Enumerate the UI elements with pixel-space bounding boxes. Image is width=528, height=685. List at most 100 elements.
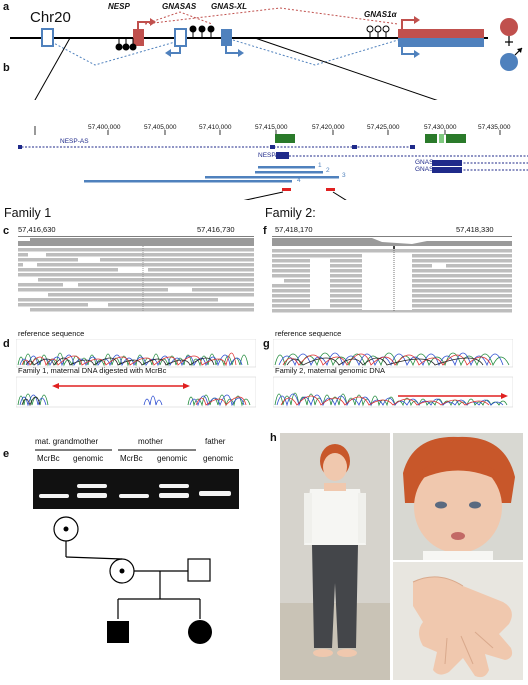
- panel-label-e: e: [3, 448, 10, 460]
- panel-label-b: b: [3, 62, 10, 74]
- family2-read-alignment: [272, 236, 512, 318]
- panel-g-sample-label: Family 2, maternal genomic DNA: [275, 366, 386, 375]
- gnasas-arrow: [170, 46, 181, 54]
- panel-label-c: c: [3, 225, 10, 237]
- deletion-bar-2: [255, 171, 323, 174]
- nesp-exon: [133, 29, 144, 46]
- gnas-shared-exons-maternal: [398, 29, 484, 38]
- maternal-splice-arc-2: [144, 7, 399, 25]
- gnas1a-maternal-arrow: [401, 19, 414, 29]
- gel-group-mat-grandmother: mat. grandmother: [35, 437, 99, 446]
- gnas-xl-arrow: [225, 46, 238, 54]
- family1-label: Family 1: [4, 206, 52, 220]
- gel-band-lane2-upper: [77, 484, 107, 488]
- track-label-gnas-2: GNAS: [415, 166, 434, 173]
- gnas1a-maternal-arrow-head: [414, 16, 420, 24]
- patient-full-body-photo: [280, 433, 390, 680]
- gene-label-gnasas: GNASAS: [162, 2, 197, 11]
- gnasas-exon: [174, 28, 187, 47]
- coord-label-57400000: 57,400,000: [88, 124, 121, 131]
- coord-label-57405000: 57,405,000: [144, 124, 177, 131]
- panel-g-reference-label: reference sequence: [275, 329, 342, 338]
- track-label-nesp: NESP: [258, 152, 276, 159]
- pedigree-affected-son: [107, 621, 129, 643]
- family1-read-alignment: [18, 236, 254, 318]
- pedigree-father: [187, 558, 211, 582]
- gnas-shared-exons-paternal: [398, 38, 484, 47]
- imprinting-locus-diagram: [10, 7, 523, 100]
- coord-label-57420000: 57,420,000: [312, 124, 345, 131]
- gel-band-lane4-lower: [159, 493, 189, 498]
- pedigree-grandmother-carrier: [53, 516, 79, 542]
- paternal-splice-arc-2: [232, 39, 399, 66]
- gnas-xl-exon: [221, 29, 232, 46]
- exon-as1-box: [41, 28, 54, 47]
- green-exon-4: [446, 134, 466, 143]
- gel-lane-label-2: genomic: [73, 454, 104, 463]
- gnas1a-paternal-arrow: [401, 47, 414, 55]
- green-exon-2: [425, 134, 437, 143]
- methylation-gel: [33, 469, 239, 509]
- unmethylated-lollipops-gnas1a: [366, 25, 390, 38]
- deletion-number-1: 1: [318, 162, 322, 169]
- family1-region-mark: [282, 188, 291, 191]
- nesp-arrow: [137, 21, 150, 29]
- nesp-arrow-head: [150, 18, 156, 26]
- gnas1a-paternal-arrow-head: [414, 50, 420, 58]
- panel-f-end-coord: 57,418,330: [456, 225, 494, 234]
- nesp-track-exon: [276, 152, 289, 159]
- methylation-lollipops-nesp: [115, 38, 137, 51]
- coord-label-57425000: 57,425,000: [367, 124, 400, 131]
- gel-band-lane1-lower: [39, 494, 69, 498]
- gene-label-nesp: NESP: [108, 2, 130, 11]
- patient-face-photo: [393, 433, 523, 560]
- patient-hand-photo: [393, 562, 523, 680]
- gel-lane-label-5: genomic: [203, 454, 234, 463]
- gel-band-lane4-upper: [159, 484, 189, 488]
- genome-browser-track: [18, 126, 528, 200]
- female-symbol-icon: [500, 18, 518, 46]
- deletion-number-2: 2: [326, 167, 330, 174]
- male-symbol-icon: [500, 47, 523, 71]
- panel-c-end-coord: 57,416,730: [197, 225, 235, 234]
- panel-d-reference-label: reference sequence: [18, 329, 85, 338]
- track-label-nesp-as: NESP-AS: [60, 138, 89, 145]
- panel-label-g: g: [263, 338, 270, 350]
- gene-label-gnas-xl: GNAS-XL: [211, 2, 247, 11]
- gel-lane-label-3: McrBc: [120, 454, 143, 463]
- green-exon-1: [275, 134, 295, 143]
- paternal-splice-arc-1: [47, 39, 183, 66]
- panel-c-start-coord: 57,416,630: [18, 225, 56, 234]
- family2-label: Family 2:: [265, 206, 316, 220]
- gel-band-lane2-lower: [77, 493, 107, 498]
- family1-chromatogram: [16, 339, 256, 408]
- gel-group-mother: mother: [138, 437, 163, 446]
- panel-d-sample-label: Family 1, maternal DNA digested with Mcr…: [18, 366, 167, 375]
- coord-label-57435000: 57,435,000: [478, 124, 511, 131]
- coord-label-57415000: 57,415,000: [255, 124, 288, 131]
- deletion-number-4: 4: [297, 177, 301, 184]
- chromosome-label: Chr20: [30, 9, 71, 26]
- coord-label-57410000: 57,410,000: [199, 124, 232, 131]
- gel-group-father: father: [205, 437, 226, 446]
- gel-lane-label-4: genomic: [157, 454, 188, 463]
- gel-band-lane5-lower: [199, 491, 231, 496]
- deletion-bar-1: [258, 166, 315, 169]
- panel-label-f: f: [263, 225, 267, 237]
- green-exon-3: [439, 134, 444, 143]
- pedigree-mother-carrier: [109, 558, 135, 584]
- gnas-xl-arrow-head: [238, 49, 244, 57]
- gnasas-arrow-head: [165, 49, 171, 57]
- panel-label-d: d: [3, 338, 10, 350]
- track-label-gnas-1: GNAS: [415, 159, 434, 166]
- family2-region-mark: [326, 188, 335, 191]
- panel-f-start-coord: 57,418,170: [275, 225, 313, 234]
- maternal-splice-arc-1: [144, 11, 213, 25]
- pedigree-chart: [53, 516, 212, 644]
- zoom-line-left: [34, 37, 71, 100]
- methylation-lollipops-gnasas: [189, 25, 215, 38]
- gel-group-underlines: [35, 449, 196, 451]
- deletion-bar-4: [84, 180, 292, 183]
- coord-label-57430000: 57,430,000: [424, 124, 457, 131]
- zoom-line-right: [254, 37, 438, 100]
